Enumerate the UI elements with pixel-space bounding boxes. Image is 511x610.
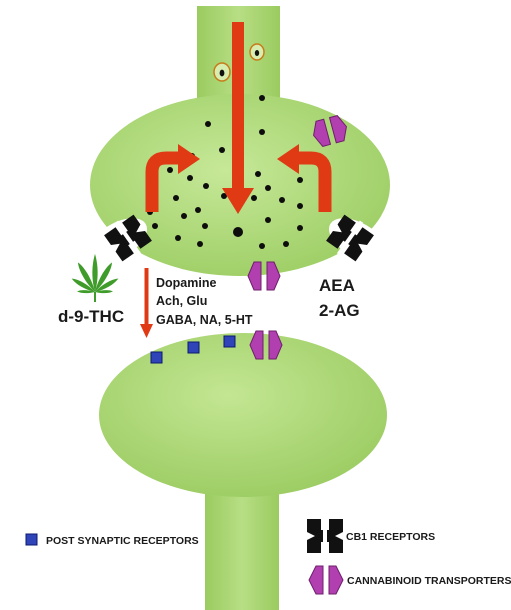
neurotransmitter-label: GABA, NA, 5-HT [156,313,253,327]
post-synaptic-receptor-icon [188,342,199,353]
synaptic-vesicle [250,44,264,60]
aea-label: AEA [319,276,355,295]
neurotransmitter-dot [265,185,271,191]
neurotransmitter-dot [181,213,187,219]
neurotransmitter-dot [202,223,208,229]
neurotransmitter-dot [255,171,261,177]
neurotransmitter-dot [187,175,193,181]
cannabis-leaf-icon [70,254,119,302]
neurotransmitter-dot [175,235,181,241]
thc-label: d-9-THC [58,307,124,326]
legend-transporters-label: CANNABINOID TRANSPORTERS [347,575,511,587]
neurotransmitter-dot [297,203,303,209]
neurotransmitter-dot [259,95,265,101]
neurotransmitter-dot [297,225,303,231]
cb1-receptor-icon [307,516,343,556]
neurotransmitter-dot [197,241,203,247]
neurotransmitter-dot [203,183,209,189]
legend-cb1-label: CB1 RECEPTORS [346,531,435,543]
neurotransmitter-dot [205,121,211,127]
neurotransmitter-dot [259,243,265,249]
legend-transporters: CANNABINOID TRANSPORTERS [309,566,511,594]
legend-cb1: CB1 RECEPTORS [307,516,435,556]
neurotransmitter-label: Dopamine [156,276,216,290]
neurotransmitter-dot [251,195,257,201]
post-synaptic-receptor-icon [151,352,162,363]
neurotransmitter-labels: Dopamine Ach, Glu GABA, NA, 5-HT [156,276,253,327]
cannabinoid-transporter-icon [309,566,343,594]
endocannabinoid-labels: AEA 2-AG [319,276,360,320]
post-synaptic-receptor-icon [26,534,37,545]
legend-post-synaptic-label: POST SYNAPTIC RECEPTORS [46,535,199,547]
neurotransmitter-dot [173,195,179,201]
neurotransmitter-dot [195,207,201,213]
postsynaptic-terminal [99,333,387,497]
legend-post-synaptic: POST SYNAPTIC RECEPTORS [26,534,199,547]
2ag-label: 2-AG [319,301,360,320]
neurotransmitter-dot [283,241,289,247]
synaptic-vesicle [214,63,230,81]
neurotransmitter-dot [167,167,173,173]
neurotransmitter-dot [152,223,158,229]
neurotransmitter-dot [265,217,271,223]
neurotransmitter-dot [233,227,243,237]
neurotransmitter-dot [219,147,225,153]
postsynaptic-neuron [99,333,387,610]
neurotransmitter-dot [259,129,265,135]
neurotransmitter-label: Ach, Glu [156,294,207,308]
release-to-cleft-arrow [140,268,153,338]
neurotransmitter-dot [279,197,285,203]
post-synaptic-receptor-icon [224,336,235,347]
postsynaptic-dendrite [205,490,279,610]
neurotransmitter-dot [297,177,303,183]
